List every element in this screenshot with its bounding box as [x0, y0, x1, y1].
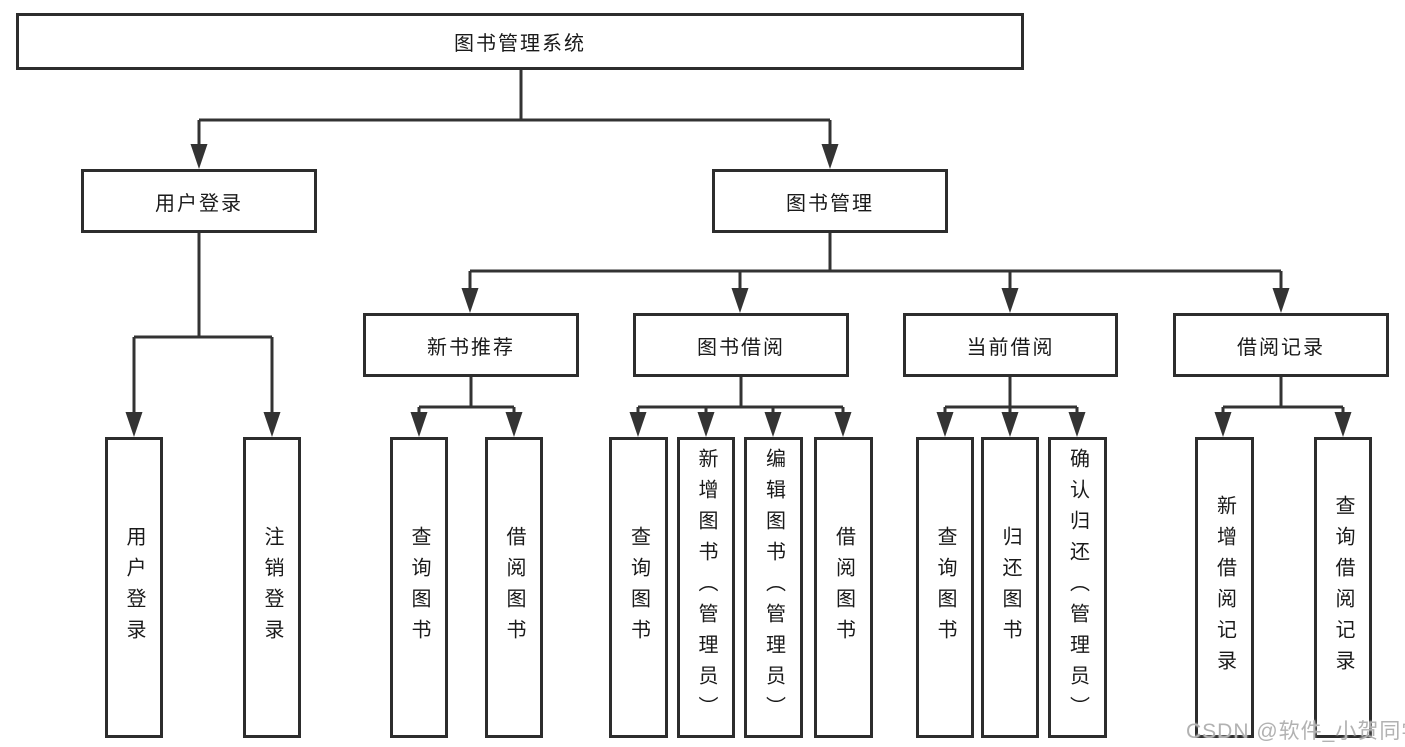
leaf-login-logout-label: 注销登录 — [261, 525, 283, 650]
leaf-borrowing-query-books-label: 查询图书 — [627, 525, 650, 650]
leaf-borrowing-edit-books-admin: 编辑图书（管理员） — [744, 437, 803, 738]
leaf-records-add-borrow-record: 新增借阅记录 — [1195, 437, 1254, 738]
csdn-watermark: CSDN @软件_小贺同学 — [1186, 720, 1405, 743]
leaf-recommend-query-books-label: 查询图书 — [408, 525, 430, 650]
leaf-records-query-borrow-record: 查询借阅记录 — [1314, 437, 1372, 738]
node-book-borrowing: 图书借阅 — [633, 313, 849, 377]
node-user-login-branch-label: 用户登录 — [155, 192, 243, 215]
node-new-book-recommend: 新书推荐 — [363, 313, 579, 377]
node-book-borrowing-label: 图书借阅 — [697, 336, 785, 359]
leaf-recommend-borrow-books: 借阅图书 — [485, 437, 543, 738]
node-root-system: 图书管理系统 — [16, 13, 1024, 70]
leaf-current-query-books: 查询图书 — [916, 437, 974, 738]
leaf-borrowing-edit-books-admin-label: 编辑图书（管理员） — [762, 448, 785, 727]
leaf-current-return-books: 归还图书 — [981, 437, 1039, 738]
leaf-current-confirm-return-admin: 确认归还（管理员） — [1048, 437, 1107, 738]
node-book-management-branch-label: 图书管理 — [786, 192, 874, 215]
leaf-borrowing-add-books-admin: 新增图书（管理员） — [677, 437, 735, 738]
node-borrow-records: 借阅记录 — [1173, 313, 1389, 377]
leaf-login-user-login-label: 用户登录 — [123, 525, 145, 650]
node-current-borrowing: 当前借阅 — [903, 313, 1118, 377]
node-root-system-label: 图书管理系统 — [454, 33, 586, 55]
leaf-login-logout: 注销登录 — [243, 437, 301, 738]
leaf-borrowing-borrow-books-label: 借阅图书 — [832, 525, 855, 650]
node-current-borrowing-label: 当前借阅 — [966, 336, 1055, 359]
leaf-borrowing-add-books-admin-label: 新增图书（管理员） — [695, 448, 717, 727]
leaf-records-add-borrow-record-label: 新增借阅记录 — [1213, 494, 1236, 681]
leaf-records-query-borrow-record-label: 查询借阅记录 — [1332, 494, 1354, 681]
leaf-borrowing-borrow-books: 借阅图书 — [814, 437, 873, 738]
node-new-book-recommend-label: 新书推荐 — [427, 336, 515, 359]
leaf-current-confirm-return-admin-label: 确认归还（管理员） — [1066, 448, 1089, 727]
node-user-login-branch: 用户登录 — [81, 169, 317, 233]
node-borrow-records-label: 借阅记录 — [1237, 336, 1325, 359]
node-book-management-branch: 图书管理 — [712, 169, 948, 233]
arrowheads — [125, 144, 1352, 437]
leaf-recommend-borrow-books-label: 借阅图书 — [503, 525, 525, 650]
leaf-recommend-query-books: 查询图书 — [390, 437, 448, 738]
leaf-borrowing-query-books: 查询图书 — [609, 437, 668, 738]
leaf-current-return-books-label: 归还图书 — [999, 525, 1021, 650]
leaf-login-user-login: 用户登录 — [105, 437, 163, 738]
leaf-current-query-books-label: 查询图书 — [934, 525, 956, 650]
